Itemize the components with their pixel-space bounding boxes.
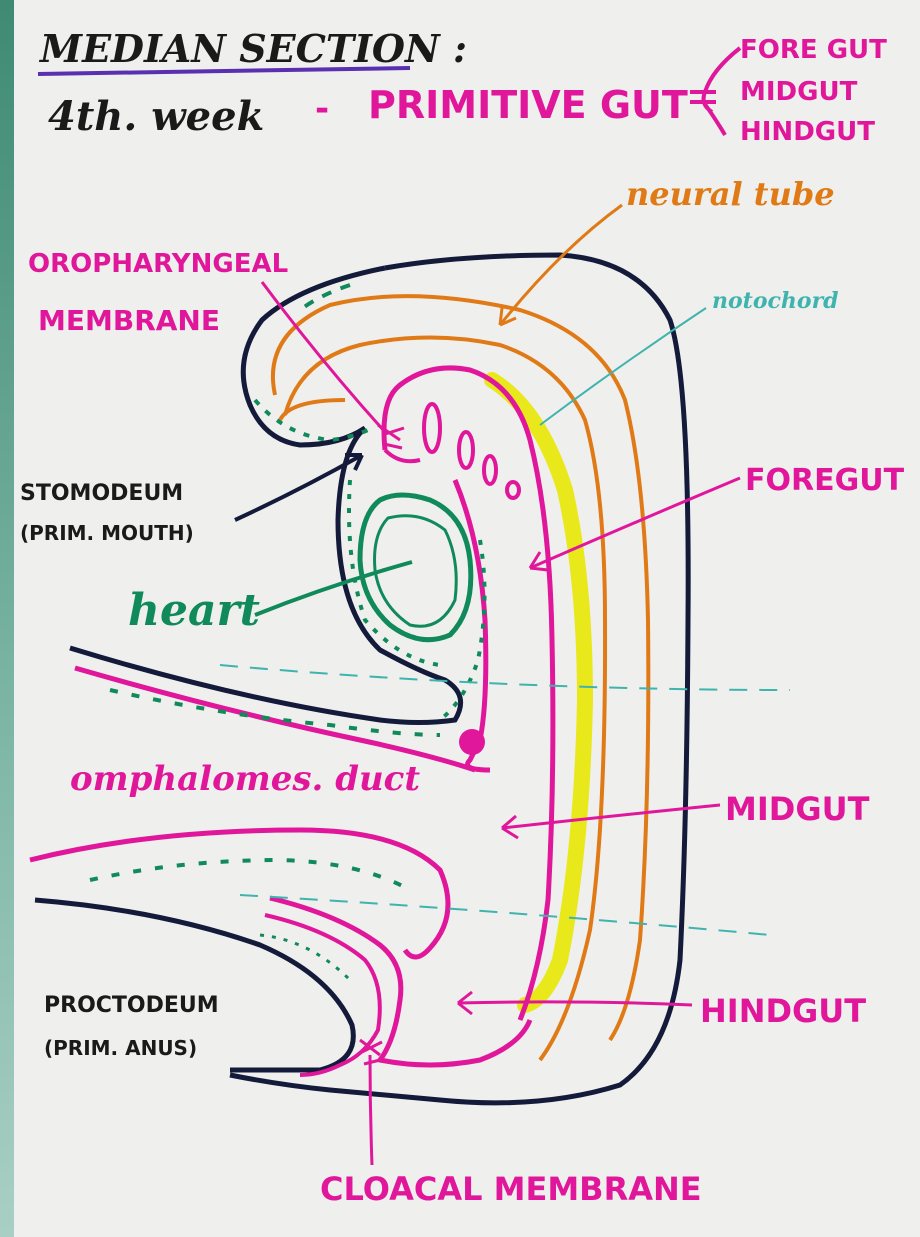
embryo-diagram: MEDIAN SECTION : 4th. week - PRIMITIVE G… <box>14 0 920 1237</box>
arrow-hindgut <box>458 1002 692 1005</box>
title-primitive-gut: PRIMITIVE GUT <box>368 83 688 127</box>
label-notochord: notochord <box>712 288 839 314</box>
arrow-cloacal <box>370 1055 372 1165</box>
label-stomodeum-line2: (PRIM. MOUTH) <box>20 521 194 545</box>
label-oropharyngeal-line2: MEMBRANE <box>38 304 220 337</box>
label-stomodeum-line1: STOMODEUM <box>20 481 183 506</box>
reference-line-upper <box>220 665 790 690</box>
label-cloacal-membrane: CLOACAL MEMBRANE <box>320 1170 702 1208</box>
whiteboard: MEDIAN SECTION : 4th. week - PRIMITIVE G… <box>14 0 920 1237</box>
pharyngeal-pouch-4 <box>507 482 519 498</box>
title-week: 4th. week <box>48 93 264 140</box>
label-oropharyngeal-line1: OROPHARYNGEAL <box>28 249 288 279</box>
pharyngeal-pouch-1 <box>424 404 440 452</box>
yolk-mesoderm-upper <box>110 690 440 735</box>
pharyngeal-pouch-2 <box>459 432 473 468</box>
label-heart: heart <box>128 585 260 636</box>
label-foregut: FOREGUT <box>745 463 905 498</box>
label-proctodeum-line1: PROCTODEUM <box>44 993 219 1018</box>
arrow-oropharyngeal <box>262 282 385 432</box>
title-dash: - <box>315 89 329 129</box>
label-omphalomes-duct: omphalomes. duct <box>70 759 420 799</box>
hindgut-wall <box>270 898 530 1065</box>
yolk-mesoderm-lower <box>90 860 410 890</box>
gut-cranial-end <box>385 450 420 461</box>
vitelline-blob <box>459 729 485 755</box>
yolk-stalk-upper <box>75 668 475 770</box>
title-line1: MEDIAN SECTION : <box>38 26 467 71</box>
pharyngeal-pouch-3 <box>484 456 496 484</box>
gut-part-midgut: MIDGUT <box>740 77 858 107</box>
label-midgut: MIDGUT <box>725 790 870 828</box>
gut-part-hindgut: HINDGUT <box>740 117 875 147</box>
label-hindgut: HINDGUT <box>700 992 866 1030</box>
gut-part-foregut: FORE GUT <box>740 35 887 65</box>
label-proctodeum-line2: (PRIM. ANUS) <box>44 1036 197 1060</box>
label-neural-tube: neural tube <box>626 175 835 213</box>
